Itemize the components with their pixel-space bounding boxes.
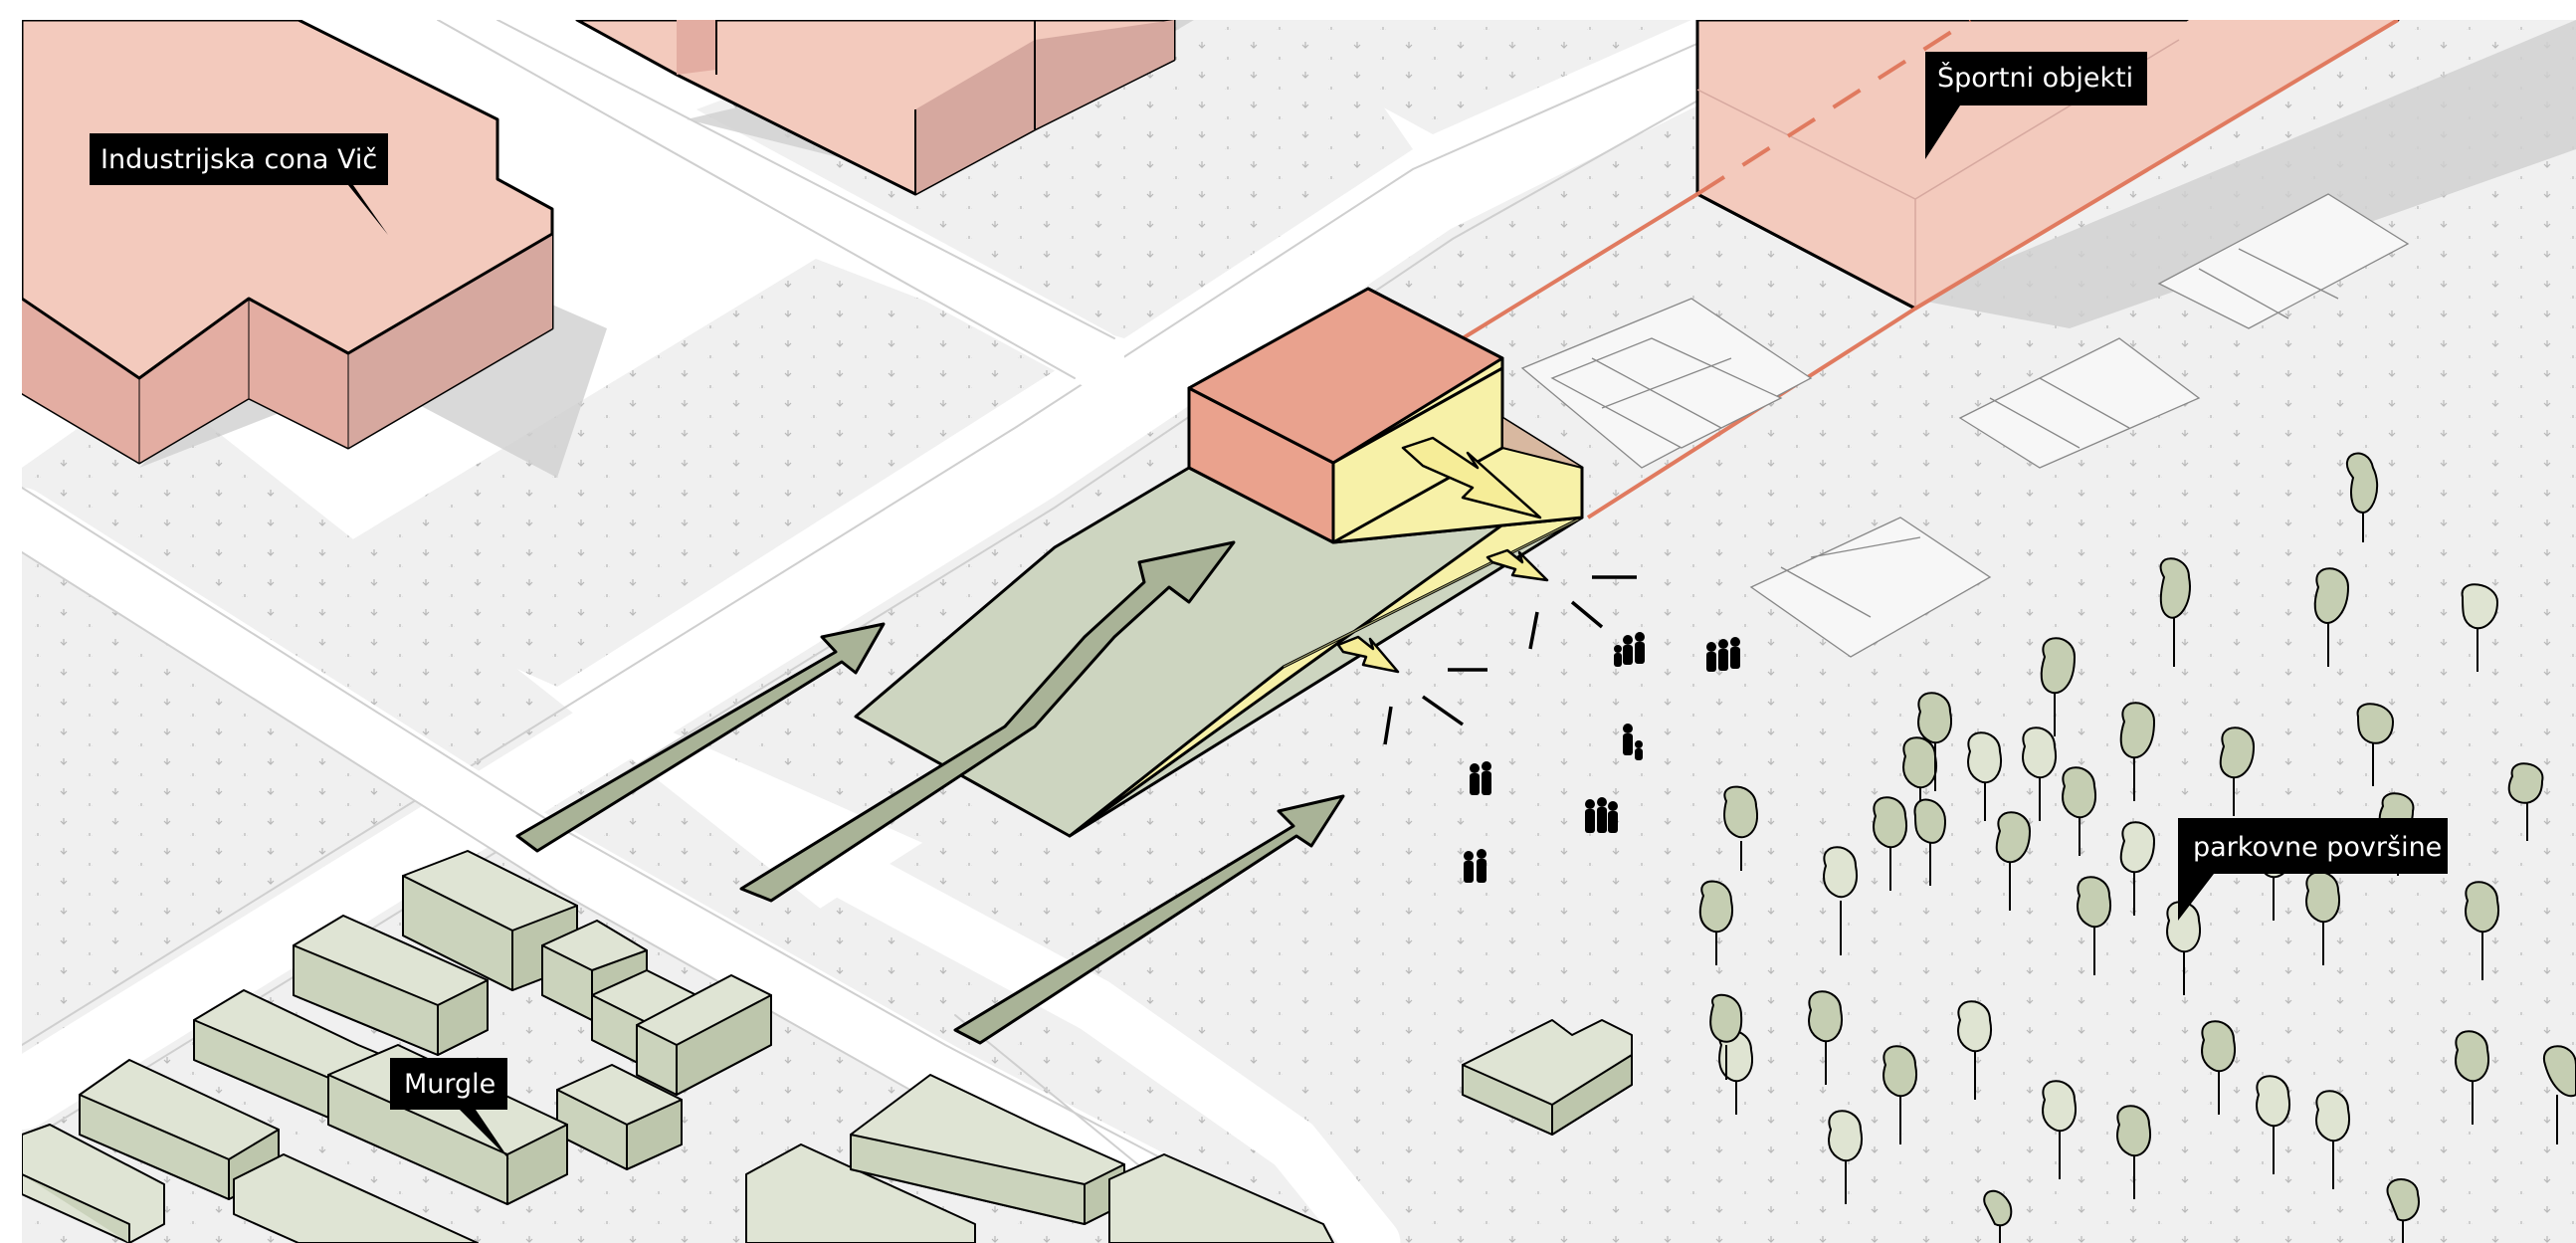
callout-label: Industrijska cona Vič — [100, 144, 377, 175]
people-group — [1585, 797, 1618, 833]
people-group — [1706, 637, 1740, 672]
callout-label: Murgle — [404, 1069, 495, 1100]
callout-label: parkovne površine — [2193, 832, 2442, 863]
callout-label: Športni objekti — [1937, 62, 2133, 94]
